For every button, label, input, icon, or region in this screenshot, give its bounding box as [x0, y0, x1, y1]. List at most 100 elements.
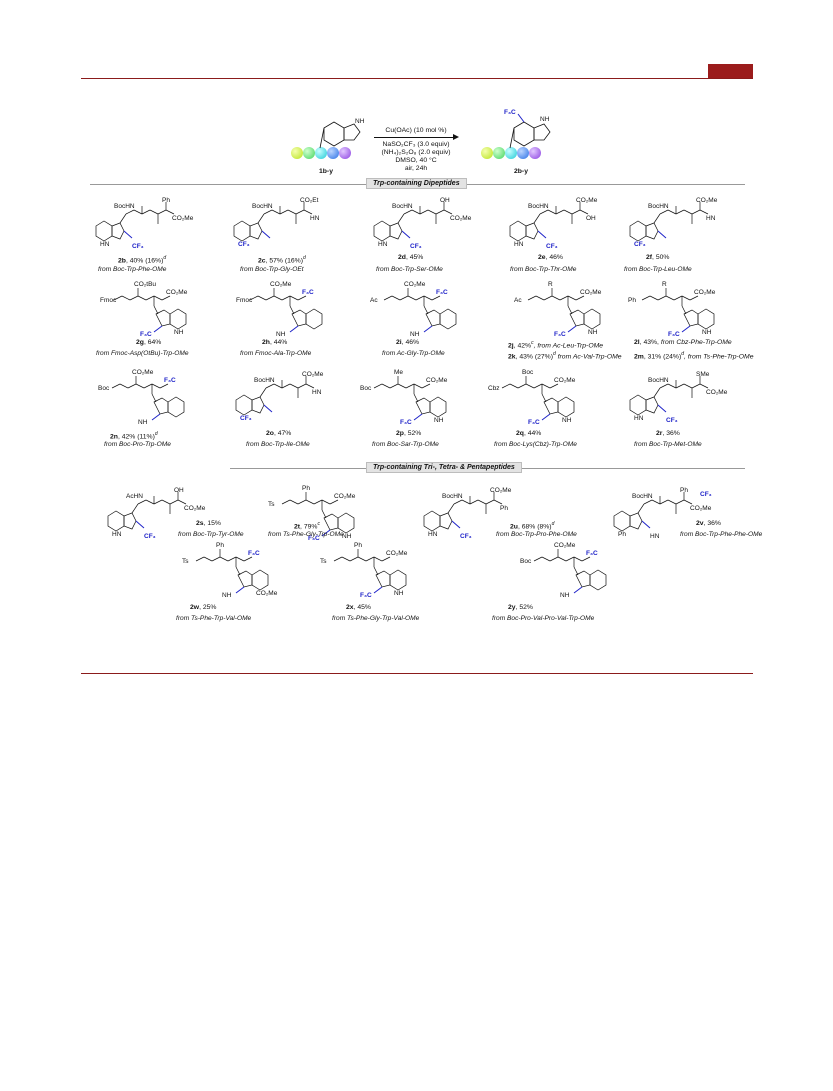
atom-label: CF₃: [132, 243, 144, 250]
bond-line: [435, 209, 445, 215]
bond-line: [675, 383, 685, 389]
compound-id: 2u: [510, 523, 518, 531]
bond-line: [153, 499, 163, 505]
compound-label-2b: 2b, 40% (16%)d: [118, 254, 166, 266]
section-title-oligopeptides: Trp-containing Tri-, Tetra- & Pentapepti…: [366, 462, 522, 473]
bond-line: [681, 305, 687, 315]
ring-shape: [233, 220, 251, 242]
bond-line: [133, 209, 143, 215]
atom-label: CO₂Me: [450, 215, 472, 222]
atom-label: NH: [394, 590, 404, 597]
atom-label: CO₂Me: [694, 289, 716, 296]
compound-id: 2o: [266, 430, 274, 437]
atom-label: Boc: [520, 558, 532, 565]
bead-cyan-icon: [505, 147, 517, 159]
atom-label: BocHN: [442, 493, 463, 500]
bond-line: [539, 209, 549, 215]
compound-id: 2k: [508, 353, 516, 361]
atom-label: Ts: [268, 501, 275, 508]
compound-yield: , 36%: [662, 430, 680, 437]
bond-line: [451, 520, 461, 529]
bond-line: [365, 556, 375, 562]
atom-label: CO₂Et: [300, 197, 319, 204]
compound-label-2p: 2p, 52%: [396, 430, 421, 439]
atom-label: R: [548, 281, 553, 288]
bond-line: [653, 213, 661, 224]
bond-line: [565, 556, 575, 562]
bond-line: [405, 383, 415, 389]
bond-line: [381, 556, 391, 562]
ring-shape: [645, 222, 659, 240]
compound-yield: , 31% (24%): [643, 353, 682, 361]
bond-line: [265, 295, 275, 301]
atom-label: Boc: [98, 385, 110, 392]
bond-line: [415, 295, 425, 301]
compound-yield: , 36%: [703, 520, 721, 527]
compound-yield: , 43% (27%): [515, 353, 553, 361]
bead-purple-icon: [339, 147, 351, 159]
bond-line: [573, 556, 583, 562]
atom-label: HN: [378, 241, 388, 248]
bond-line: [121, 295, 131, 301]
bond-line: [203, 556, 213, 562]
ring-shape: [373, 220, 391, 242]
atom-label: HN: [112, 531, 122, 538]
ring-shape: [237, 570, 253, 588]
compound-id: 2l: [634, 339, 640, 346]
bond-line: [263, 404, 273, 413]
bond-line: [177, 499, 187, 505]
footnote-marker: c: [317, 521, 320, 527]
bead-green-icon: [303, 147, 315, 159]
bond-line: [541, 556, 551, 562]
compound-id: 2i: [396, 339, 402, 346]
bond-line: [549, 556, 559, 562]
bond-line: [517, 383, 527, 389]
bond-line: [541, 383, 551, 389]
compound-yield: , 42%: [513, 342, 532, 350]
compound-source: , from Ac-Leu-Trp-OMe: [533, 342, 604, 350]
atom-label: HN: [428, 531, 438, 538]
ring-shape: [589, 569, 607, 591]
bond-line: [557, 556, 567, 562]
compound-source: from Ac-Gly-Trp-OMe: [382, 350, 445, 357]
ring-shape: [525, 222, 539, 240]
bond-line: [273, 295, 283, 301]
ring-shape: [543, 397, 559, 415]
compound-source: from Boc-Pro-Trp-OMe: [104, 441, 171, 448]
compound-source: from Boc-Trp-Thr-OMe: [510, 266, 577, 273]
bead-purple-icon: [529, 147, 541, 159]
ring-shape: [167, 396, 185, 418]
atom-label: Ph: [680, 487, 688, 494]
bond-line: [675, 209, 685, 215]
ring-shape: [629, 512, 643, 530]
bond-line: [169, 499, 179, 505]
condition-solvent: DMSO, 40 °C: [395, 157, 437, 164]
compound-source: from Boc-Trp-Met-OMe: [634, 441, 702, 448]
atom-label: CF₃: [410, 243, 422, 250]
compound-label-2m: 2m, 31% (24%)d, from Ts-Phe-Trp-OMe: [634, 350, 754, 362]
bond-line: [423, 325, 433, 333]
bond-line: [153, 295, 163, 301]
footnote-marker: d: [302, 255, 306, 261]
bond-line: [137, 499, 147, 505]
compound-label-2n: 2n, 42% (11%)d: [110, 430, 158, 442]
bond-line: [235, 556, 245, 562]
compound-label-2f: 2f, 50%: [646, 254, 669, 263]
compound-source: from Boc-Trp-Ser-OMe: [376, 266, 443, 273]
atom-label: CO₂Me: [706, 389, 728, 396]
bond-line: [289, 383, 299, 389]
atom-label: Ph: [302, 485, 310, 492]
atom-label: CO₂Me: [554, 542, 576, 549]
reaction-arrow-shaft: [374, 137, 456, 138]
bond-line: [161, 499, 171, 505]
atom-label: Ph: [618, 531, 626, 538]
bond-line: [259, 387, 267, 398]
bond-line: [125, 209, 135, 215]
bond-line: [527, 295, 537, 301]
bond-line: [567, 325, 577, 333]
compound-id: 2v: [696, 520, 704, 527]
atom-label: CF₃: [666, 417, 678, 424]
